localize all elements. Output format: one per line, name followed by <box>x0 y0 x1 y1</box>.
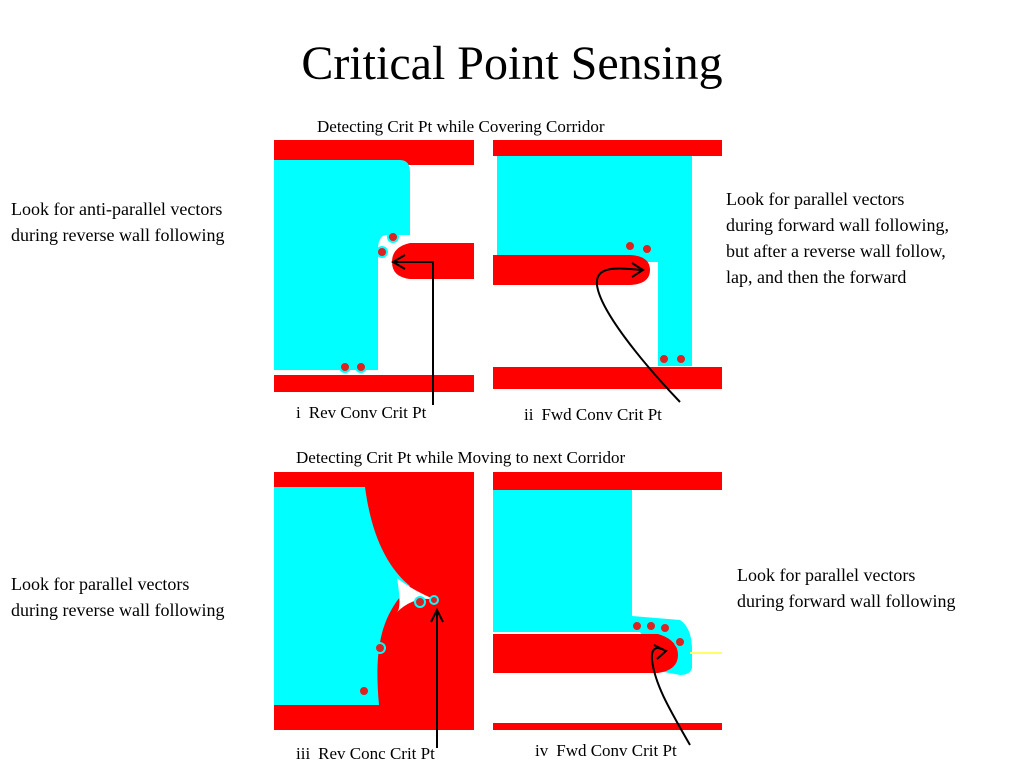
panel-iii-gap <box>397 578 436 612</box>
sensor-point <box>376 246 388 258</box>
note-line: during forward wall following, <box>726 215 949 235</box>
sensor-point <box>641 243 653 255</box>
note-line: during forward wall following <box>737 591 956 611</box>
note-line: Look for parallel vectors <box>11 574 190 594</box>
sensor-point <box>387 231 399 243</box>
sensor-point <box>374 642 386 654</box>
panel-iv-obstacle <box>493 634 678 673</box>
panel-iii-numeral: iii <box>296 744 311 763</box>
panel-ii-numeral: ii <box>524 405 534 424</box>
panel-ii-label: Fwd Conv Crit Pt <box>541 405 662 424</box>
section-heading-covering: Detecting Crit Pt while Covering Corrido… <box>317 117 605 136</box>
panel-iv-top-wall <box>493 472 722 490</box>
note-top-right: Look for parallel vectors during forward… <box>726 186 949 290</box>
panel-iv-pointer-arrow <box>650 647 691 746</box>
panel-i-covered-area <box>274 160 410 370</box>
panel-iv-label: Fwd Conv Crit Pt <box>556 741 677 760</box>
panel-ii-arrowhead <box>631 262 645 278</box>
panel-iv-drawing <box>493 472 722 746</box>
sensor-point <box>414 596 426 608</box>
panel-iii-drawing <box>274 472 474 748</box>
panel-iv-caption: iv Fwd Conv Crit Pt <box>535 741 677 761</box>
note-line: Look for anti-parallel vectors <box>11 199 223 219</box>
panel-iv-arrowhead <box>653 644 668 660</box>
note-bottom-left: Look for parallel vectors during reverse… <box>11 571 224 623</box>
panel-i-sensor-points <box>339 231 399 373</box>
sensor-point <box>658 353 670 365</box>
sensor-point <box>429 595 439 605</box>
note-line: lap, and then the forward <box>726 267 907 287</box>
note-bottom-right: Look for parallel vectors during forward… <box>737 562 955 614</box>
panel-ii-top-wall <box>493 140 722 156</box>
note-line: during reverse wall following <box>11 225 225 245</box>
panel-i-arrowhead <box>391 254 406 270</box>
note-line: during reverse wall following <box>11 600 225 620</box>
panel-ii-obstacle <box>493 255 650 285</box>
panel-iii-caption: iii Rev Conc Crit Pt <box>296 744 435 764</box>
slide-title: Critical Point Sensing <box>301 37 723 90</box>
sensor-point <box>659 622 671 634</box>
panel-ii-caption: ii Fwd Conv Crit Pt <box>524 405 662 425</box>
sensor-point <box>645 620 657 632</box>
panel-iv-sensor-points <box>631 620 686 648</box>
sensor-point <box>358 685 370 697</box>
panel-ii-drawing <box>493 140 722 403</box>
panel-i-drawing <box>274 140 474 405</box>
panel-iii-label: Rev Conc Crit Pt <box>318 744 435 763</box>
panel-iv-numeral: iv <box>535 741 549 760</box>
sensor-point <box>355 361 367 373</box>
sensor-point <box>675 353 687 365</box>
panel-ii-sensor-points <box>624 240 687 365</box>
sensor-point <box>339 361 351 373</box>
panel-i-bottom-wall <box>274 375 474 392</box>
panel-ii-pointer-arrow <box>595 267 681 403</box>
panel-i-label: Rev Conv Crit Pt <box>308 403 427 422</box>
note-top-left: Look for anti-parallel vectors during re… <box>11 196 224 248</box>
section-heading-moving: Detecting Crit Pt while Moving to next C… <box>296 448 626 467</box>
panel-iii-arrowhead <box>430 607 444 623</box>
note-line: but after a reverse wall follow, <box>726 241 946 261</box>
sensor-point <box>624 240 636 252</box>
panel-iv-bottom-wall <box>493 723 722 730</box>
sensor-point <box>674 636 686 648</box>
panel-iii-sensor-points <box>358 595 439 697</box>
note-line: Look for parallel vectors <box>737 565 916 585</box>
panel-i-caption: i Rev Conv Crit Pt <box>296 403 426 423</box>
panel-i-pointer-arrow <box>395 261 434 405</box>
panel-ii-bottom-wall <box>493 367 722 389</box>
panel-i-numeral: i <box>296 403 301 422</box>
sensor-point <box>631 620 643 632</box>
note-line: Look for parallel vectors <box>726 189 905 209</box>
